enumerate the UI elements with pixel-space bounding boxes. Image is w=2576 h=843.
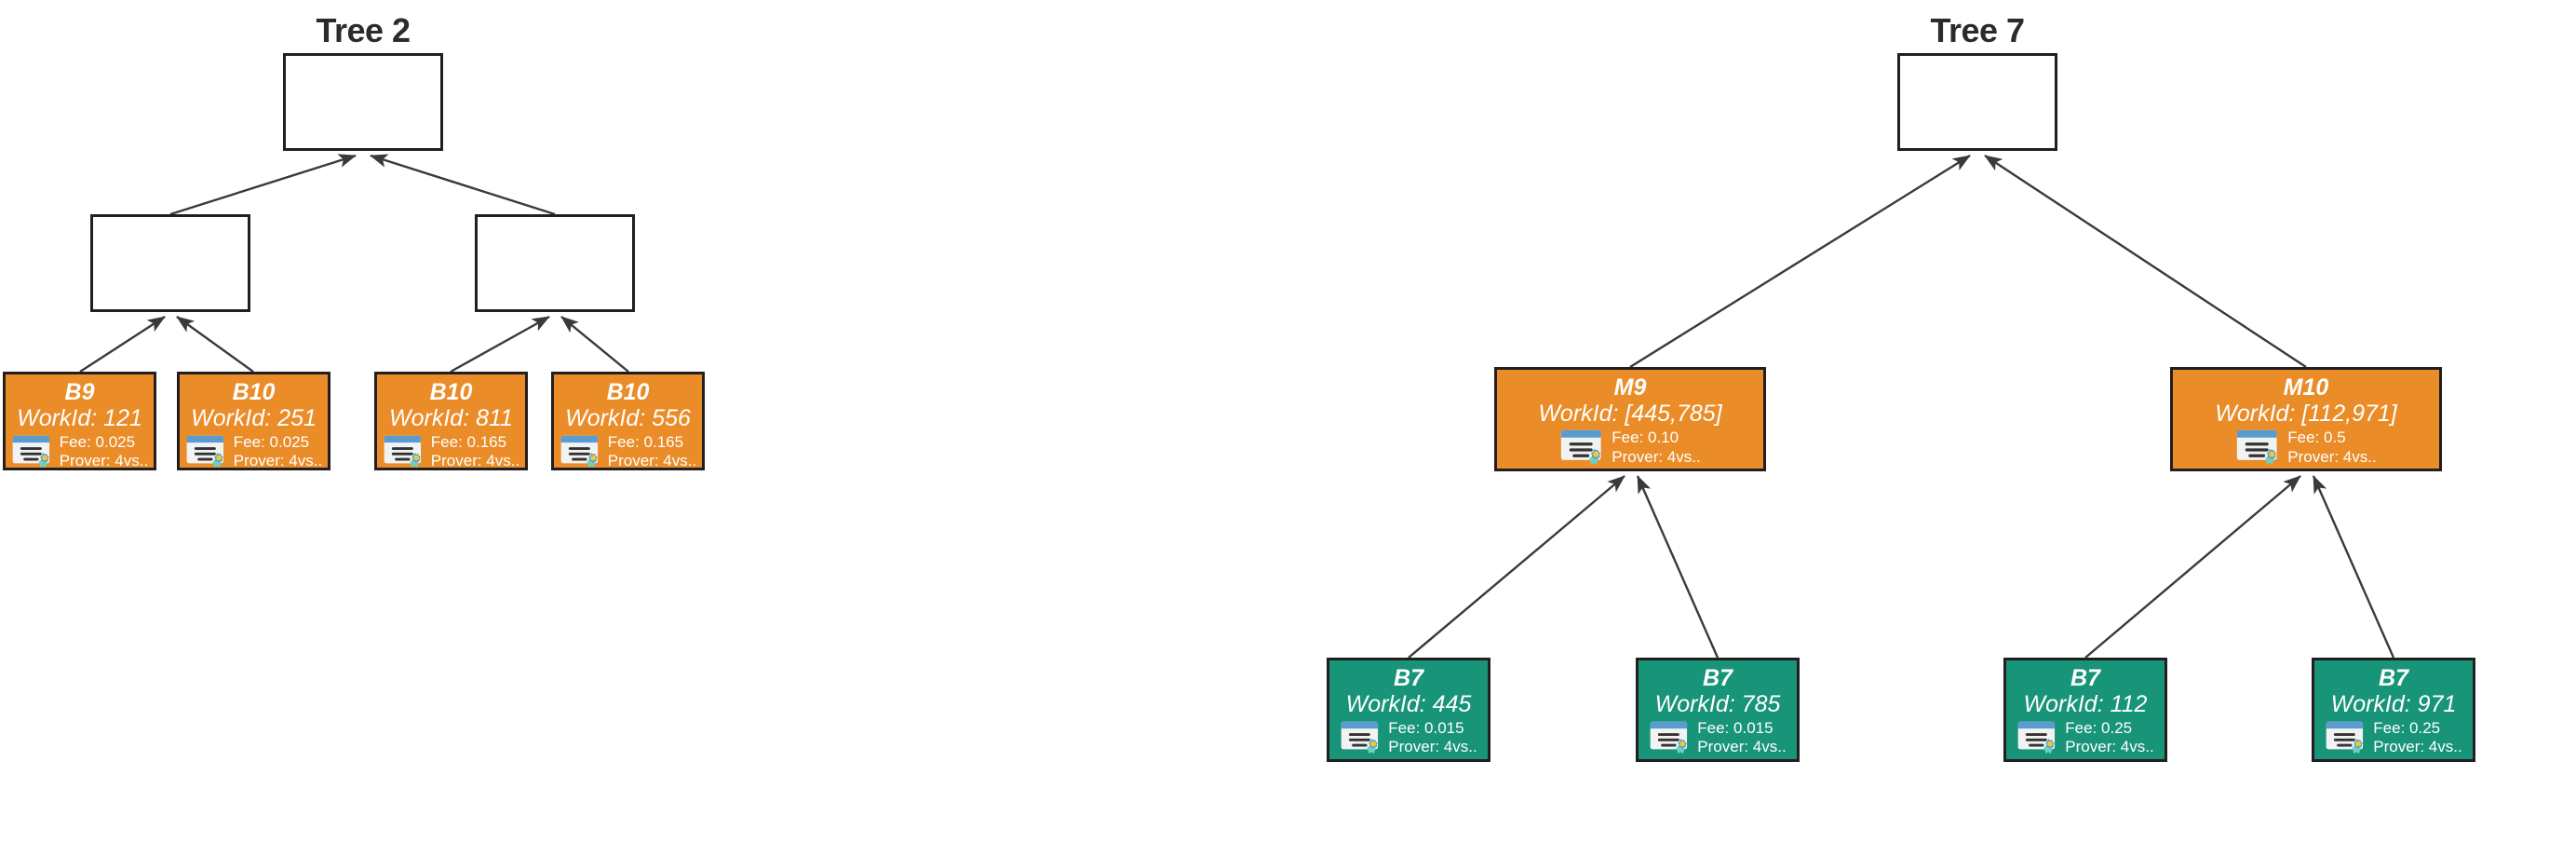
node-fee: Fee: 0.10 <box>1612 428 1679 447</box>
node-workid: WorkId: 445 <box>1345 691 1472 717</box>
tree-edge <box>1984 154 2307 369</box>
node-title: B10 <box>606 379 650 405</box>
node-fee: Fee: 0.5 <box>2287 428 2346 447</box>
node-prover: Prover: 4vs.. <box>2373 738 2462 756</box>
node-title: B10 <box>232 379 276 405</box>
node-workid: WorkId: 121 <box>17 405 142 431</box>
tree-edge <box>2312 475 2395 659</box>
node-fee: Fee: 0.25 <box>2373 719 2441 737</box>
tree-node-t2-mid-left-empty[interactable] <box>90 214 250 312</box>
node-prover: Prover: 4vs.. <box>2287 447 2377 466</box>
node-workid: WorkId: [112,971] <box>2215 401 2397 427</box>
certificate-icon <box>2237 429 2277 466</box>
node-title: B9 <box>64 379 95 405</box>
node-title: B10 <box>429 379 473 405</box>
node-prover: Prover: 4vs.. <box>1612 447 1701 466</box>
node-title: B7 <box>2070 665 2100 691</box>
node-title: M9 <box>1613 374 1647 401</box>
tree-edge <box>1408 475 1625 659</box>
tree-edge <box>1636 475 1720 659</box>
tree-edge <box>79 315 166 374</box>
tree-edge <box>169 154 357 216</box>
certificate-icon <box>2017 721 2056 755</box>
tree-node-t2-mid-right-empty[interactable] <box>475 214 635 312</box>
tree-edge <box>176 316 254 373</box>
tree-title-tree-2: Tree 2 <box>316 11 411 49</box>
node-title: M10 <box>2283 374 2329 401</box>
node-prover: Prover: 4vs.. <box>607 452 697 470</box>
node-fee: Fee: 0.025 <box>59 433 136 451</box>
tree-edge <box>1629 154 1971 369</box>
node-workid: WorkId: 785 <box>1654 691 1781 717</box>
node-workid: WorkId: 811 <box>389 405 513 431</box>
tree-edge <box>370 154 556 216</box>
tree-title-tree-7: Tree 7 <box>1930 11 2025 49</box>
certificate-icon <box>1650 721 1688 755</box>
node-workid: WorkId: [445,785] <box>1538 401 1722 427</box>
node-prover: Prover: 4vs.. <box>1697 738 1787 756</box>
tree-node-t7-root-empty[interactable] <box>1897 53 2057 151</box>
node-fee: Fee: 0.165 <box>607 433 684 451</box>
tree-edge <box>2084 475 2301 659</box>
node-title: B7 <box>2379 665 2408 691</box>
tree-node-t2-root-empty[interactable] <box>283 53 443 151</box>
node-workid: WorkId: 112 <box>2023 691 2148 717</box>
node-prover: Prover: 4vs.. <box>233 452 323 470</box>
node-title: B7 <box>1703 665 1733 691</box>
node-workid: WorkId: 556 <box>565 405 691 431</box>
node-prover: Prover: 4vs.. <box>59 452 149 470</box>
node-title: B7 <box>1394 665 1423 691</box>
node-fee: Fee: 0.015 <box>1388 719 1464 737</box>
certificate-icon <box>384 435 421 469</box>
certificate-icon <box>186 435 223 469</box>
certificate-icon <box>560 435 598 469</box>
certificate-icon <box>2326 721 2364 755</box>
certificate-icon <box>1561 429 1601 466</box>
certificate-icon <box>12 435 49 469</box>
node-fee: Fee: 0.015 <box>1697 719 1774 737</box>
node-workid: WorkId: 251 <box>191 405 317 431</box>
certificate-icon <box>1341 721 1379 755</box>
node-fee: Fee: 0.025 <box>233 433 310 451</box>
node-fee: Fee: 0.25 <box>2065 719 2133 737</box>
tree-edge <box>450 315 550 374</box>
node-prover: Prover: 4vs.. <box>2065 738 2154 756</box>
tree-edge <box>560 316 629 373</box>
node-prover: Prover: 4vs.. <box>1388 738 1477 756</box>
node-prover: Prover: 4vs.. <box>430 452 520 470</box>
node-workid: WorkId: 971 <box>2330 691 2457 717</box>
node-fee: Fee: 0.165 <box>430 433 507 451</box>
